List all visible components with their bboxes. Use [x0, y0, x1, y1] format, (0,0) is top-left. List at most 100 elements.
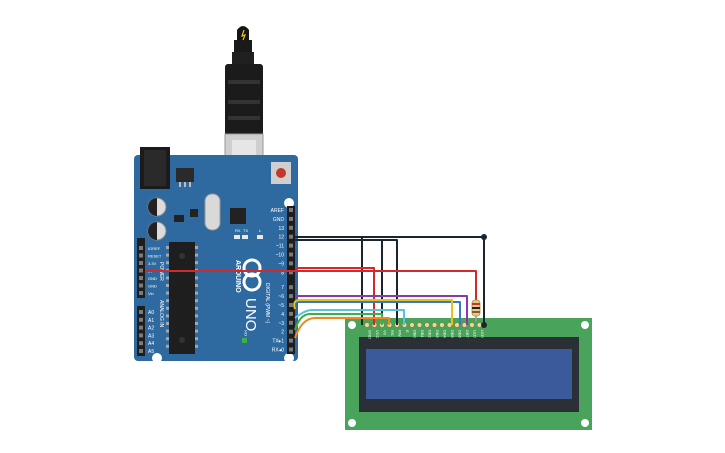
- analog-pin-label: A4: [148, 341, 154, 347]
- lcd-pin-label: DB4: [443, 330, 448, 339]
- lcd-pin-label: DB2: [428, 330, 433, 339]
- lcd-pin-label: DB5: [450, 330, 455, 339]
- digital-pin[interactable]: [289, 329, 293, 334]
- atmega-chip: [169, 242, 195, 354]
- digital-pin[interactable]: [289, 294, 293, 299]
- power-pin[interactable]: [139, 291, 143, 295]
- lcd-pin-label: DB0: [413, 330, 418, 339]
- wires[interactable]: [145, 234, 487, 339]
- digital-pin[interactable]: [289, 225, 293, 230]
- analog-header-title: ANALOG IN: [158, 300, 164, 328]
- dc-jack-icon[interactable]: [140, 147, 170, 189]
- digital-pin[interactable]: [289, 243, 293, 248]
- mounting-hole: [284, 353, 294, 363]
- lcd-pin-label: RW: [398, 330, 403, 337]
- lcd-pin-label: LED: [480, 330, 485, 338]
- l-led-label: L: [259, 228, 262, 233]
- power-pin[interactable]: [139, 261, 143, 265]
- led-tx: [242, 235, 248, 239]
- digital-pin-label: AREF: [271, 208, 284, 214]
- power-header: [137, 238, 145, 298]
- power-led: [242, 338, 247, 343]
- power-pin-label: Vin: [148, 291, 154, 296]
- wire-5v: [145, 270, 477, 300]
- digital-pin-label: ~11: [276, 244, 284, 250]
- model-text: UNO: [242, 298, 259, 331]
- analog-pin[interactable]: [139, 317, 143, 322]
- lcd-pin[interactable]: [424, 322, 430, 328]
- analog-header: [137, 306, 145, 356]
- analog-pin-label: A0: [148, 310, 154, 316]
- arduino-logo-icon: [242, 258, 262, 292]
- digital-pin[interactable]: [289, 303, 293, 307]
- analog-pin-label: A1: [148, 318, 154, 324]
- tx-led-label: TX: [243, 228, 248, 233]
- lcd-pin-label: VCC: [375, 330, 380, 339]
- power-pin-label: 3.3V: [148, 261, 157, 266]
- digital-header-title: DIGITAL (PWM ~): [264, 283, 270, 323]
- analog-pin-label: A5: [148, 349, 154, 355]
- digital-pin[interactable]: [289, 320, 293, 325]
- analog-pin[interactable]: [139, 325, 143, 330]
- reset-button-icon[interactable]: [271, 162, 291, 184]
- digital-pin-label: 12: [278, 235, 284, 241]
- digital-pin-label: ~10: [276, 253, 285, 259]
- digital-pin[interactable]: [289, 234, 293, 239]
- digital-pin-label: 7: [281, 285, 284, 291]
- on-label: ON: [243, 330, 248, 336]
- analog-pin[interactable]: [139, 341, 143, 346]
- power-pin[interactable]: [139, 253, 143, 258]
- lcd-pin-label: E: [405, 330, 410, 333]
- mounting-hole: [581, 321, 589, 329]
- wire-d3-db6: [294, 313, 383, 331]
- mounting-hole: [348, 321, 356, 329]
- lcd-pin-label: DB1: [420, 330, 425, 339]
- digital-pin[interactable]: [289, 216, 293, 221]
- digital-pin[interactable]: [289, 347, 293, 352]
- digital-pin-label: ~9: [278, 261, 284, 267]
- lcd-pin[interactable]: [431, 322, 438, 328]
- power-pin[interactable]: [139, 246, 143, 250]
- digital-header: [287, 206, 295, 354]
- analog-pin[interactable]: [139, 310, 143, 314]
- digital-pin-label: 4: [281, 312, 284, 318]
- digital-pin[interactable]: [289, 338, 293, 343]
- digital-pin[interactable]: [289, 285, 293, 290]
- power-pin-label: RESET: [148, 254, 162, 259]
- mounting-hole: [284, 198, 294, 208]
- lcd-pin-label: GND: [368, 330, 373, 339]
- lcd-pin[interactable]: [364, 322, 370, 328]
- digital-pin-label: 13: [278, 226, 284, 232]
- lcd-pin[interactable]: [409, 322, 415, 328]
- mounting-hole: [581, 419, 589, 427]
- digital-pin[interactable]: [289, 311, 293, 316]
- wire-d2-db7: [294, 317, 390, 339]
- arduino-uno-board[interactable]: RX TX L ARDUINO UNO DIGITAL (PWM ~) ANAL…: [134, 147, 298, 363]
- lcd-pin-label: DB7: [465, 330, 470, 339]
- power-pin-label: GND: [148, 284, 157, 289]
- analog-pin[interactable]: [139, 333, 143, 338]
- digital-pin[interactable]: [289, 261, 293, 266]
- digital-pin-label: ~6: [278, 294, 284, 300]
- digital-pin[interactable]: [289, 252, 293, 257]
- led-l: [257, 235, 263, 239]
- lcd-pin[interactable]: [416, 322, 423, 328]
- wire-d6-e: [295, 301, 461, 325]
- analog-pin[interactable]: [139, 349, 143, 353]
- analog-pin-label: A2: [148, 326, 154, 332]
- digital-pin[interactable]: [289, 270, 293, 275]
- power-pin[interactable]: [139, 268, 143, 273]
- power-pin[interactable]: [139, 276, 143, 280]
- lcd-pin[interactable]: [469, 322, 475, 328]
- voltage-regulator: [176, 168, 194, 182]
- lcd-pin[interactable]: [454, 322, 460, 328]
- lcd-pin[interactable]: [439, 322, 445, 328]
- rx-led-label: RX: [235, 228, 241, 233]
- resistor-icon[interactable]: [471, 299, 481, 322]
- lcd-pin-label: LED: [473, 330, 478, 338]
- power-pin[interactable]: [139, 283, 143, 288]
- digital-pin[interactable]: [289, 208, 293, 212]
- lcd-pin-label: DB6: [458, 330, 463, 339]
